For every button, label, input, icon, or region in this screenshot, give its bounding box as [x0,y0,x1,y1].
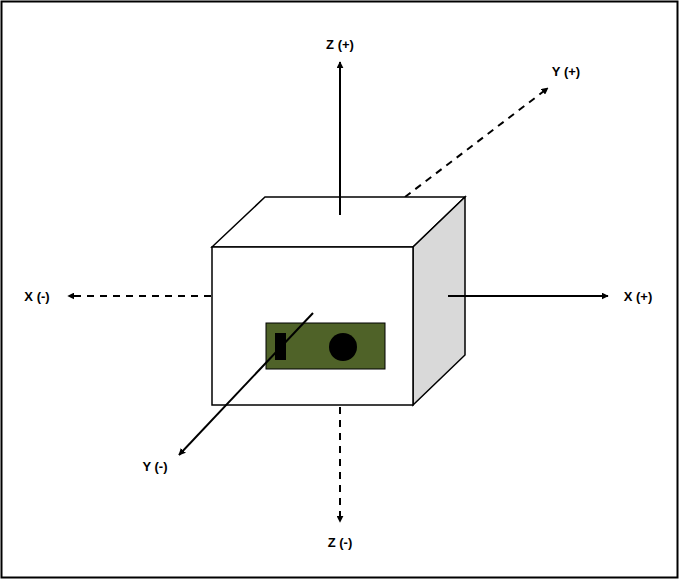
axis-label: Y (-) [142,459,167,475]
y-minus-axis [179,313,313,455]
x-minus-axis [68,295,211,297]
z-minus-axis [339,407,341,522]
box-side-face [413,197,465,405]
z-plus-axis [339,62,341,215]
lens [329,333,357,361]
axis-label: Z (-) [328,535,353,551]
box-front-face [212,247,413,405]
x-plus-axis [448,295,608,297]
y-plus-axis [405,88,548,197]
axis-label: Z (+) [326,37,354,53]
axis-label: X (+) [624,289,653,305]
circuit-board [266,323,385,369]
axis-label: Y (+) [552,64,580,80]
axis-label: X (-) [24,289,49,305]
